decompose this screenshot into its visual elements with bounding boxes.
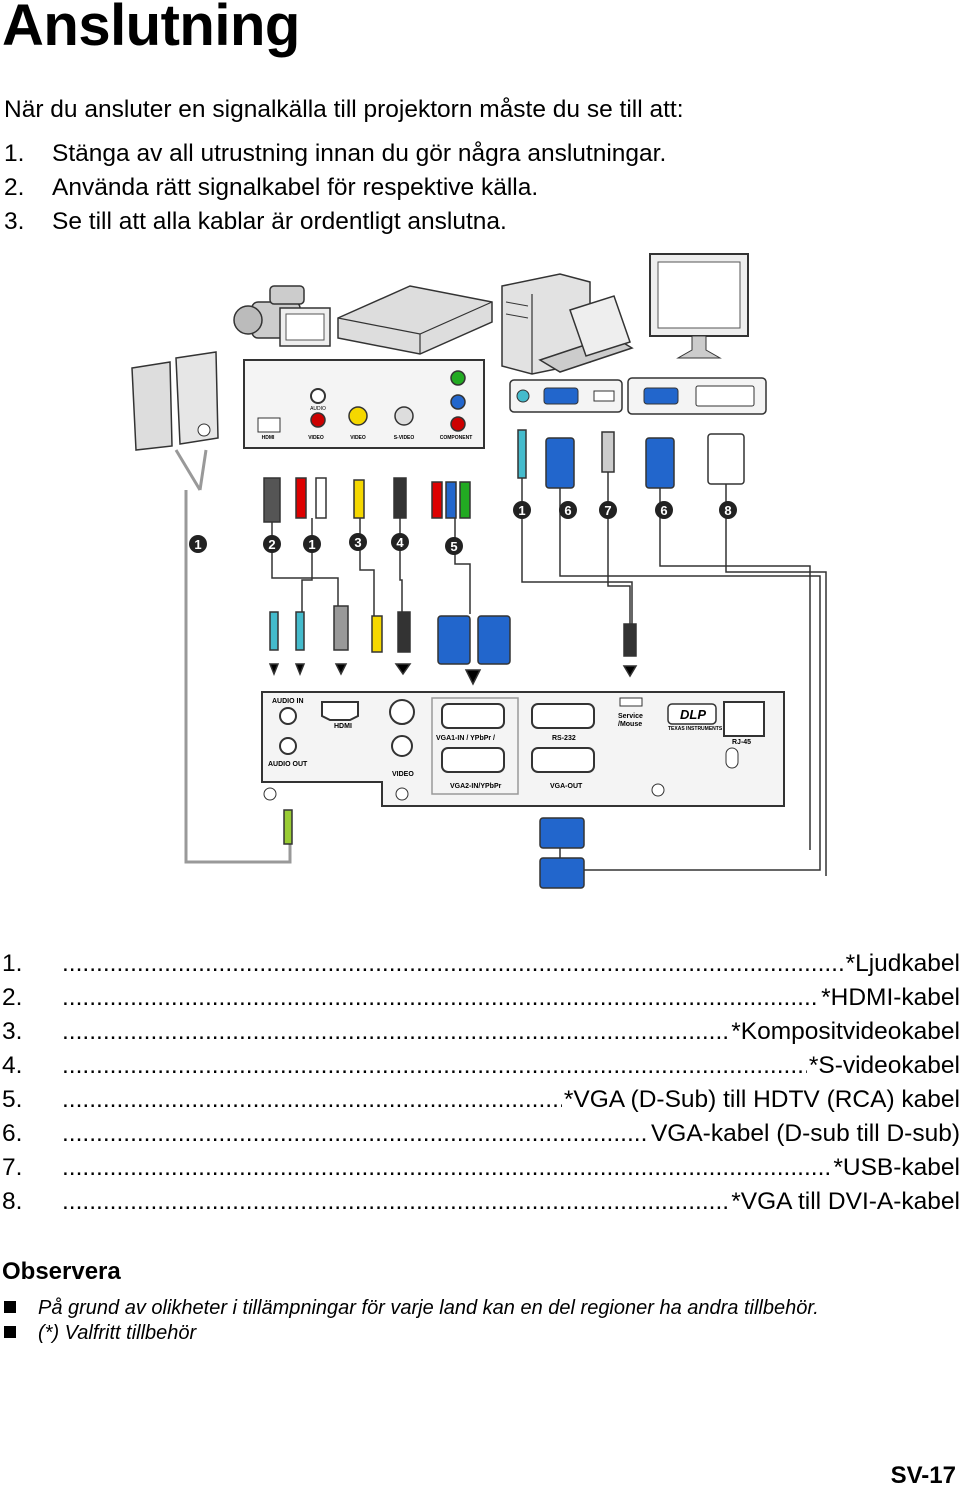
legend-number: 5. (2, 1086, 23, 1113)
legend-label: VGA-kabel (D-sub till D-sub) (650, 1120, 960, 1147)
page-title: Anslutning (2, 0, 300, 58)
legend-label: *Ljudkabel (845, 950, 960, 977)
legend-item: 5. *VGA (D-Sub) till HDTV (RCA) kabel (2, 1086, 960, 1114)
legend-label: *HDMI-kabel (821, 984, 960, 1011)
note-heading: Observera (2, 1258, 121, 1285)
bullet-square-icon (4, 1301, 16, 1313)
panel-label-component: COMPONENT (440, 435, 473, 441)
dlp-logo: DLP (680, 707, 706, 722)
note-bullet: På grund av olikheter i tillämpningar fö… (4, 1297, 819, 1320)
callout-5: 5 (450, 539, 457, 554)
legend-item: 7. *USB-kabel (2, 1154, 960, 1182)
step-text: Använda rätt signalkabel för respektive … (52, 174, 539, 201)
note-bullet: (*) Valfritt tillbehör (4, 1322, 196, 1345)
callout-7: 7 (604, 503, 611, 518)
note-bullet-text: På grund av olikheter i tillämpningar fö… (38, 1297, 819, 1319)
step-number: 1. (4, 140, 25, 167)
callout-numbers: 1 2 1 3 4 5 1 6 7 6 8 (189, 501, 737, 555)
page-number: SV-17 (890, 1462, 956, 1489)
step-number: 3. (4, 208, 25, 235)
camcorder-image (233, 285, 331, 347)
legend-label: *VGA (D-Sub) till HDTV (RCA) kabel (563, 1086, 960, 1113)
label-rj45: RJ-45 (732, 739, 751, 746)
legend-number: 6. (2, 1120, 23, 1147)
note-bullet-text: (*) Valfritt tillbehör (38, 1322, 197, 1344)
speakers-image (131, 351, 219, 491)
legend-label: *VGA till DVI-A-kabel (731, 1188, 960, 1215)
legend-label: *USB-kabel (833, 1154, 960, 1181)
panel-label-svideo: S-VIDEO (394, 435, 415, 441)
bullet-square-icon (4, 1326, 16, 1338)
computer-image (501, 273, 634, 375)
legend-number: 8. (2, 1188, 23, 1215)
callout-3: 3 (354, 535, 361, 550)
callout-2: 2 (268, 537, 275, 552)
step-number: 2. (4, 174, 25, 201)
legend-item: 3. *Kompositvideokabel (2, 1018, 960, 1046)
step-item: 1. Stänga av all utrustning innan du gör … (4, 140, 666, 168)
step-item: 3. Se till att alla kablar är ordentligt … (4, 208, 507, 236)
legend-number: 3. (2, 1018, 23, 1045)
source-cables (184, 429, 827, 876)
step-text: Stänga av all utrustning innan du gör nå… (52, 140, 667, 167)
monitor-image (649, 253, 749, 359)
projector-panel: AUDIO IN AUDIO OUT HDMI VIDEO VGA1-IN / … (261, 691, 785, 807)
connection-diagram: HDMI AUDIO VIDEO VIDEO S-VIDEO COMPONENT (131, 253, 827, 889)
legend-item: 1. *Ljudkabel (2, 950, 960, 978)
callout-6b: 6 (660, 503, 667, 518)
panel-label-video-2: VIDEO (350, 435, 366, 441)
legend-item: 2. *HDMI-kabel (2, 984, 960, 1012)
callout-1: 1 (194, 537, 201, 552)
output-plugs (283, 809, 585, 889)
step-text: Se till att alla kablar är ordentligt an… (52, 208, 507, 235)
label-rs232: RS-232 (552, 735, 576, 742)
step-item: 2. Använda rätt signalkabel för respektiv… (4, 174, 538, 202)
label-audio-out: AUDIO OUT (268, 761, 308, 768)
label-vga2: VGA2-IN/YPbPr (450, 783, 502, 790)
legend-item: 8. *VGA till DVI-A-kabel (2, 1188, 960, 1216)
legend-label: *S-videokabel (808, 1052, 960, 1079)
label-video: VIDEO (392, 771, 414, 778)
legend-number: 7. (2, 1154, 23, 1181)
projector-plugs (268, 605, 638, 686)
label-vga1: VGA1-IN / YPbPr / (436, 735, 495, 742)
legend-item: 4. *S-videokabel (2, 1052, 960, 1080)
legend-number: 2. (2, 984, 23, 1011)
callout-4: 4 (396, 535, 404, 550)
panel-label-hdmi: HDMI (262, 435, 275, 441)
computer-ports-panel (509, 377, 767, 415)
legend-label: *Kompositvideokabel (731, 1018, 960, 1045)
callout-1b: 1 (308, 537, 315, 552)
callout-8: 8 (724, 503, 731, 518)
dvd-player-image (337, 285, 493, 355)
label-service: Service (618, 713, 643, 720)
legend-number: 1. (2, 950, 23, 977)
label-vga-out: VGA-OUT (550, 783, 583, 790)
intro-text: När du ansluter en signalkälla till proj… (4, 96, 684, 123)
legend-item: 6. VGA-kabel (D-sub till D-sub) (2, 1120, 960, 1148)
callout-6: 6 (564, 503, 571, 518)
label-hdmi: HDMI (334, 723, 352, 730)
label-mouse: /Mouse (618, 721, 642, 728)
panel-label-audio: AUDIO (310, 406, 326, 412)
dlp-subtitle: TEXAS INSTRUMENTS (668, 726, 723, 732)
legend-number: 4. (2, 1052, 23, 1079)
source-panel: HDMI AUDIO VIDEO VIDEO S-VIDEO COMPONENT (243, 359, 485, 449)
callout-1c: 1 (518, 503, 525, 518)
panel-label-video: VIDEO (308, 435, 324, 441)
label-audio-in: AUDIO IN (272, 698, 304, 705)
